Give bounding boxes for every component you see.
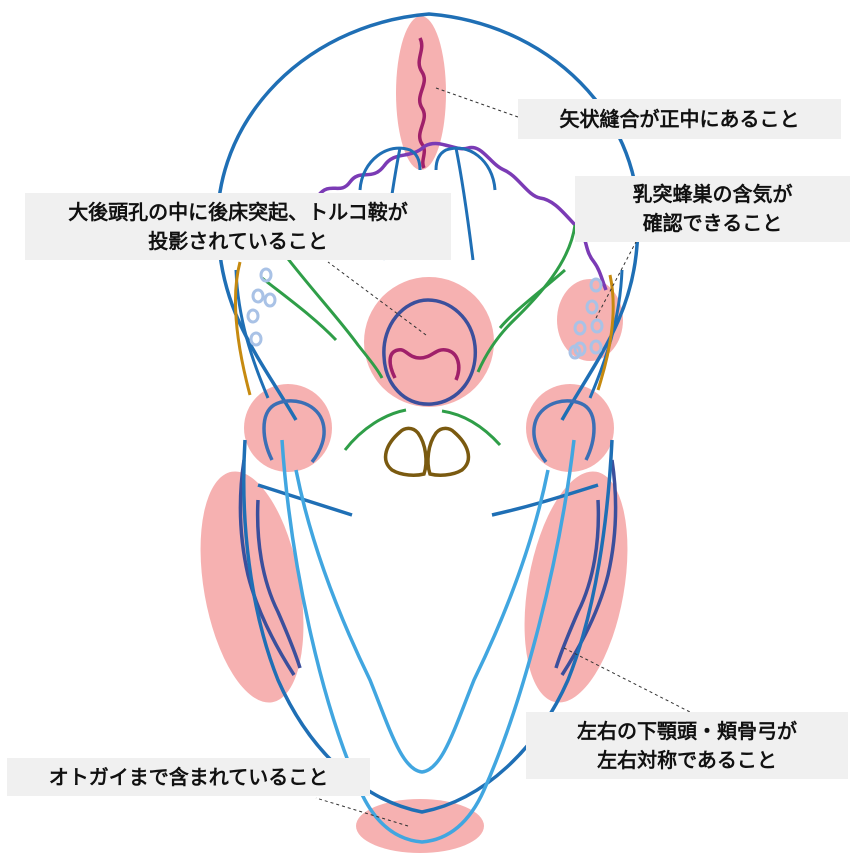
leader-sagittal [435,87,519,118]
leader-foramen [327,261,427,336]
petrous-ridge-right-inner [498,268,566,329]
callout-foramen-line-2: 投影されていること [148,228,328,253]
mandible-outer [242,439,614,814]
zygomatic-arch-right-inner [554,499,601,669]
highlight-foramen-magnum [364,277,494,407]
process-right [491,483,599,517]
petrous-ridge-right-outer [476,224,577,373]
callout-chin: オトガイまで含まれていること [7,758,370,796]
process-left [257,483,353,517]
callout-mandible-line-2: 左右対称であること [597,747,777,772]
occipital-arc-right [434,146,497,191]
highlight-mastoid-right [557,279,623,361]
sella-turcica-right [426,426,471,477]
zygomatic-line-right [596,274,615,391]
zygomatic-arch-left [238,459,296,676]
occipital-vertical-right [454,147,475,261]
mandibular-condyle-left [262,399,326,464]
petrous-ridge-left-outer [283,254,384,379]
callout-foramen-line-1: 大後頭孔の中に後床突起、トルコ鞍が [68,199,408,224]
highlight-zygomatic-right [524,471,628,703]
mastoid-air-cells [246,267,604,360]
sella-turcica-left [383,426,428,477]
mandible-ramus-left [280,439,576,844]
callout-mastoid-line-2: 確認できること [642,211,783,235]
petrous-ridge-left-inner [261,276,338,342]
callout-sagittal-suture: 矢状縫合が正中にあること [518,99,841,139]
callout-mastoid-line-1: 乳突蜂巣の含気が [632,182,793,206]
highlight-chin [356,799,484,853]
petrous-lower-left [343,408,407,451]
foramen-magnum [382,298,477,406]
posterior-clinoid [388,348,461,381]
skull-outline [215,12,641,421]
callout-foramen-magnum: 大後頭孔の中に後床突起、トルコ鞍が 投影されていること [25,193,451,260]
callout-mandible-symmetry: 左右の下顎頭・頬骨弓が 左右対称であること [526,712,848,779]
callout-mandible-line-1: 左右の下顎頭・頬骨弓が [577,718,797,743]
petrous-lower-right [441,409,502,447]
leader-lines [315,87,691,827]
callout-mastoid-air-cells: 乳突蜂巣の含気が 確認できること [575,176,850,242]
callout-sagittal-line-1: 矢状縫合が正中にあること [559,106,800,131]
mandibular-condyle-right [532,399,596,464]
zygomatic-line-left [233,261,252,396]
leader-chin [315,797,409,827]
occipital-arc-left [358,146,422,191]
zygomatic-arch-left-inner [255,499,302,669]
lambdoid-suture-right [424,141,608,291]
highlight-condyle-left [244,384,332,472]
sagittal-suture [417,37,427,169]
lambdoid-suture-left [316,144,427,198]
mandible-inner [294,469,550,774]
callout-chin-line-1: オトガイまで含まれていること [48,764,329,789]
